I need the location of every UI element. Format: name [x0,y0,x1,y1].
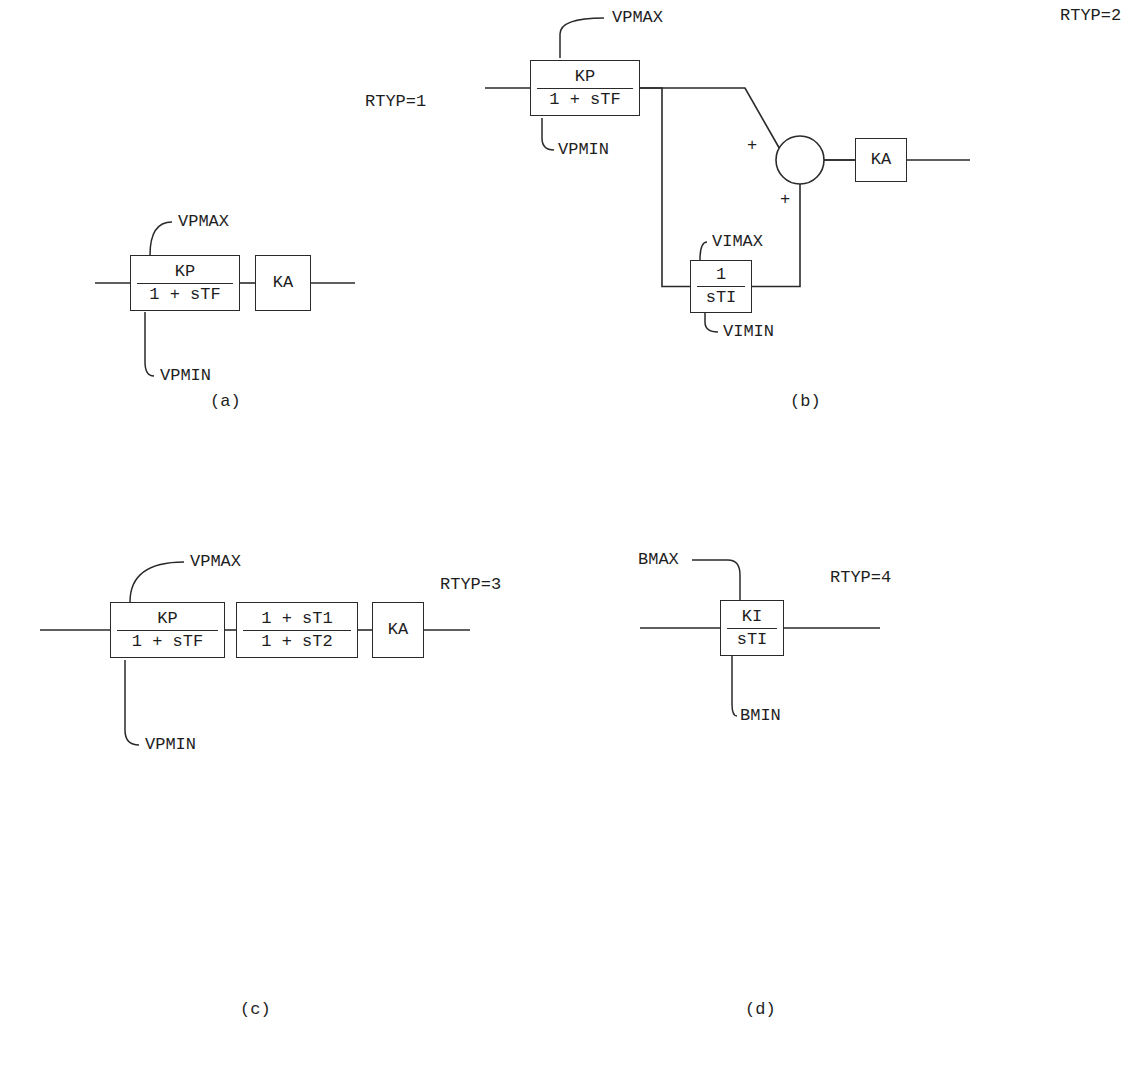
signal-connector [225,629,236,631]
denominator-text: 1 + sTF [137,284,233,306]
type-tag: RTYP=4 [830,568,891,588]
limit-name: VPMIN [145,735,196,755]
numerator-text: KP [137,261,233,284]
sign-mark: + [780,190,790,210]
numerator-text: 1 + sT1 [243,608,351,631]
signal-stub [40,629,110,631]
type-tag: RTYP=3 [440,575,501,595]
numerator-text: KP [537,66,633,89]
denominator-text: 1 + sT2 [243,631,351,653]
leader-line [130,562,184,602]
leader-line [692,560,740,600]
gain-block: KA [255,255,311,311]
signal-stub [311,282,355,284]
denominator-text: sTI [697,287,745,309]
leader-line [732,655,737,716]
panel-caption: (b) [790,392,821,412]
signal-connector [240,282,255,284]
limit-name: BMAX [638,550,679,570]
signal-stub [485,87,530,89]
panel-caption: (a) [210,392,241,412]
limit-name: VPMIN [160,366,211,386]
transfer-block: 1 + sT11 + sT2 [236,602,358,658]
leader-line [542,118,554,150]
panel-caption: (c) [240,1000,271,1020]
signal-connector [640,88,690,287]
gain-block: KA [855,138,907,182]
denominator-text: 1 + sTF [537,89,633,111]
transfer-block: 1sTI [690,260,752,313]
leader-line [560,18,604,58]
numerator-text: KI [727,606,777,629]
signal-stubs [40,88,970,630]
type-tag: RTYP=1 [365,92,426,112]
signal-stub [95,282,130,284]
limit-name: VIMIN [723,322,774,342]
leader-line [700,242,707,260]
type-tag: RTYP=2 [1060,6,1121,26]
connectors [225,88,855,630]
numerator-text: KP [117,608,218,631]
leader-line [145,312,154,376]
signal-connector [640,88,855,160]
denominator-text: 1 + sTF [117,631,218,653]
signal-stub [784,627,880,629]
limit-name: VIMAX [712,232,763,252]
gain-block: KA [372,602,424,658]
signal-stub [907,159,970,161]
gain-text: KA [262,272,304,294]
transfer-block: KP1 + sTF [110,602,225,658]
gain-text: KA [862,149,900,171]
transfer-block: KP1 + sTF [130,255,240,311]
signal-connector [752,160,855,287]
transfer-block: KIsTI [720,600,784,656]
numerator-text: 1 [697,264,745,287]
signal-connector [358,629,372,631]
denominator-text: sTI [727,629,777,651]
limit-name: VPMAX [178,212,229,232]
summing-junction [776,136,824,184]
sign-mark: + [747,136,757,156]
limit-name: BMIN [740,706,781,726]
panel-caption: (d) [745,1000,776,1020]
limit-name: VPMAX [190,552,241,572]
gain-text: KA [379,619,417,641]
leader-line [125,660,139,745]
transfer-block: KP1 + sTF [530,60,640,116]
signal-stub [424,629,470,631]
limit-name: VPMAX [612,8,663,28]
leader-line [150,222,172,255]
limit-name: VPMIN [558,140,609,160]
signal-stub [640,627,720,629]
